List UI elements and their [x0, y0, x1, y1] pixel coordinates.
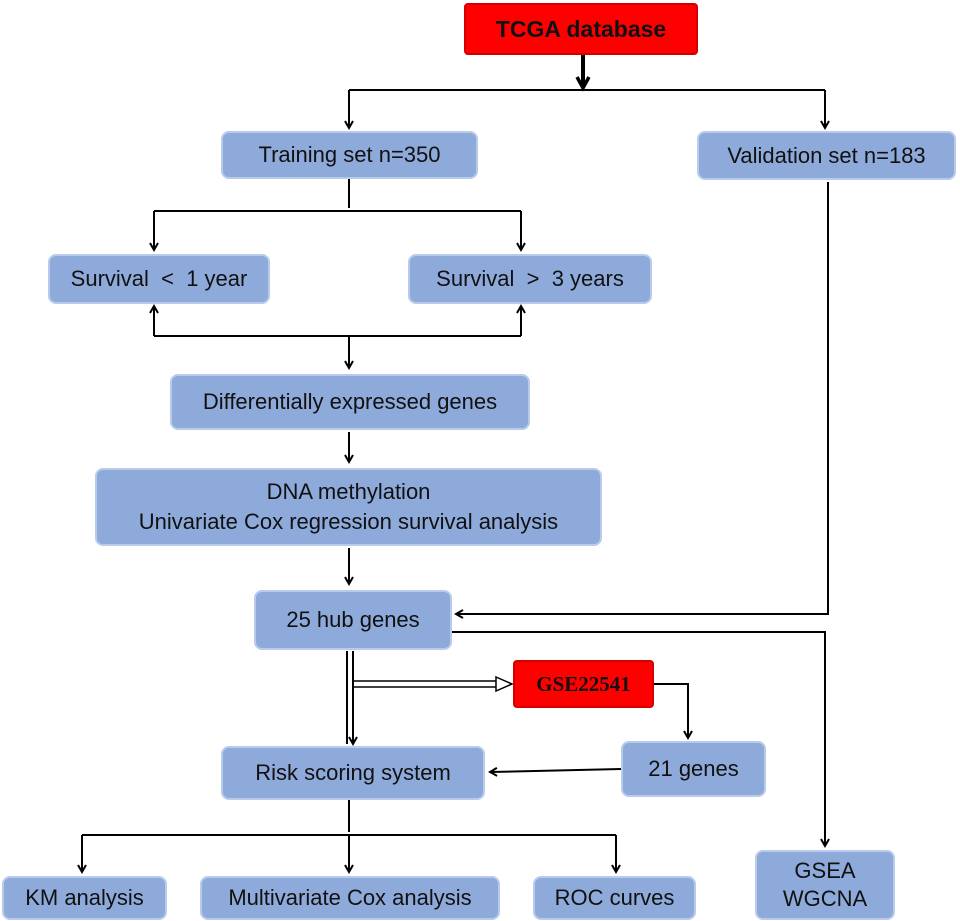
connector-gse-to-21 [654, 683, 688, 738]
risk-scoring-node: Risk scoring system [221, 746, 485, 800]
survival-lt-label: Survival < 1 year [70, 266, 248, 291]
survival-gt-label: Survival > 3 years [436, 266, 624, 291]
deg-node: Differentially expressed genes [170, 374, 530, 430]
hub-genes-label: 25 hub genes [286, 607, 420, 632]
dna-methylation-node: DNA methylation Univariate Cox regressio… [95, 468, 602, 546]
km-analysis-label: KM analysis [25, 885, 144, 910]
connector-hub-to-gsea [452, 631, 825, 846]
connector-21-to-risk [490, 769, 622, 772]
dna-methylation-label: DNA methylation [266, 479, 431, 504]
connector-validation-to-hub [456, 182, 829, 614]
roc-curves-label: ROC curves [554, 885, 675, 910]
validation-set-node: Validation set n=183 [697, 131, 956, 180]
risk-scoring-label: Risk scoring system [255, 760, 451, 785]
multivariate-cox-label: Multivariate Cox analysis [228, 885, 472, 910]
survival-lt-node: Survival < 1 year [48, 254, 270, 304]
tcga-database-label: TCGA database [495, 16, 667, 42]
training-set-label: Training set n=350 [258, 142, 441, 167]
wgcna-label: WGCNA [782, 886, 868, 911]
gsea-label: GSEA [794, 858, 856, 883]
validation-set-label: Validation set n=183 [727, 142, 926, 168]
21-genes-node: 21 genes [621, 741, 766, 797]
gse22541-node: GSE22541 [513, 660, 654, 708]
univariate-cox-label: Univariate Cox regression survival analy… [138, 509, 559, 534]
roc-curves-node: ROC curves [533, 876, 696, 920]
deg-label: Differentially expressed genes [202, 389, 498, 414]
21-genes-label: 21 genes [648, 756, 739, 781]
survival-gt-node: Survival > 3 years [408, 254, 652, 304]
multivariate-cox-node: Multivariate Cox analysis [200, 876, 500, 920]
connector-gse-arrowhead [495, 675, 514, 693]
km-analysis-node: KM analysis [2, 876, 167, 920]
training-set-node: Training set n=350 [221, 131, 478, 179]
tcga-database-node: TCGA database [464, 3, 698, 55]
gsea-wgcna-node: GSEA WGCNA [755, 850, 895, 920]
gse22541-label: GSE22541 [536, 672, 631, 696]
hub-genes-node: 25 hub genes [254, 590, 452, 650]
